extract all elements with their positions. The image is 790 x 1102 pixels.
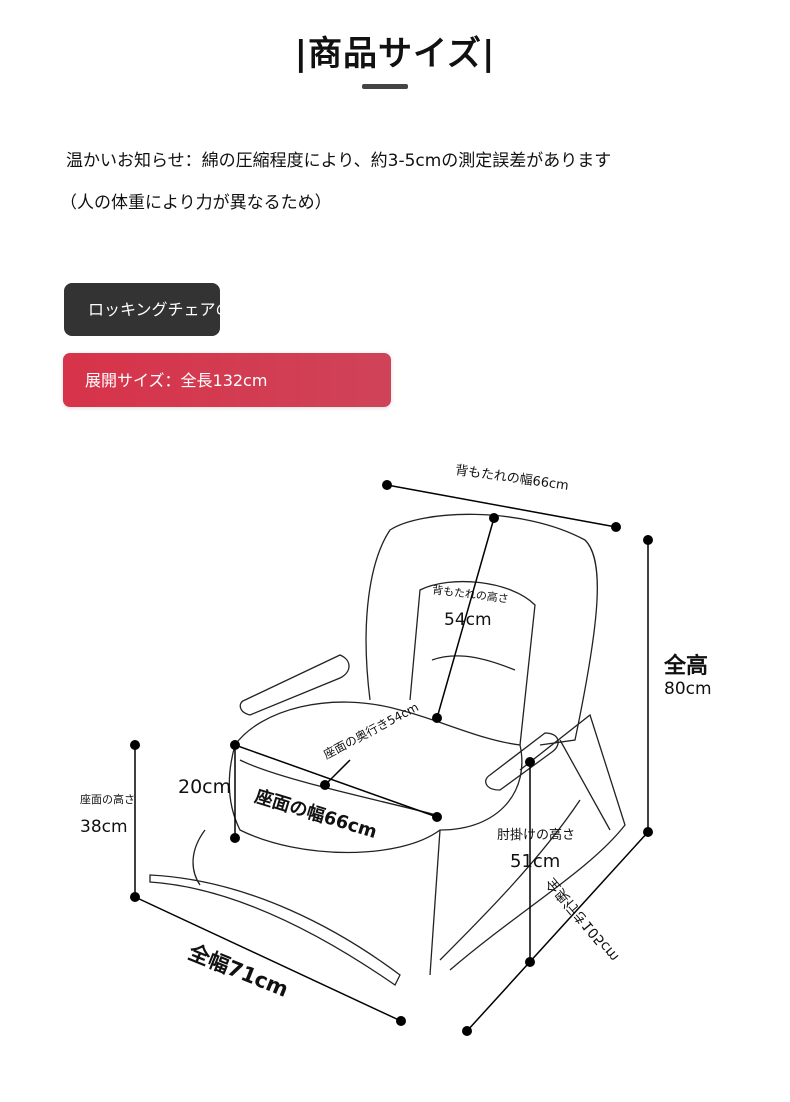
notice-text: 温かいお知らせ：綿の圧縮程度により、約3-5cmの測定誤差があります bbox=[66, 151, 612, 171]
chair-seat bbox=[228, 701, 523, 854]
dimension-lines bbox=[134, 484, 649, 1032]
rocker-right bbox=[449, 713, 626, 971]
backrest-height-value: 54cm bbox=[444, 610, 492, 630]
cushion-thickness-label: 20cm bbox=[178, 776, 232, 798]
page-title: |商品サイズ| bbox=[294, 34, 496, 74]
total-height-label: 全高 bbox=[664, 654, 709, 679]
rocker-left bbox=[149, 874, 401, 986]
dimension-points bbox=[130, 480, 653, 1036]
chair-size-tag: ロッキングチェアのサイズ bbox=[64, 283, 220, 336]
left-armrest bbox=[239, 654, 350, 716]
right-armrest bbox=[485, 732, 559, 791]
seat-height-label: 座面の高さ bbox=[80, 793, 135, 806]
chair-backrest bbox=[365, 513, 598, 746]
title-underline bbox=[362, 84, 408, 89]
total-height-value: 80cm bbox=[664, 679, 712, 699]
expanded-size-tag: 展開サイズ：全長132cm bbox=[63, 353, 391, 407]
seat-height-value: 38cm bbox=[80, 817, 128, 837]
armrest-height-label: 肘掛けの高さ bbox=[497, 828, 576, 843]
notice-subtext: （人の体重により力が異なるため） bbox=[60, 193, 332, 213]
armrest-height-value: 51cm bbox=[510, 851, 561, 872]
